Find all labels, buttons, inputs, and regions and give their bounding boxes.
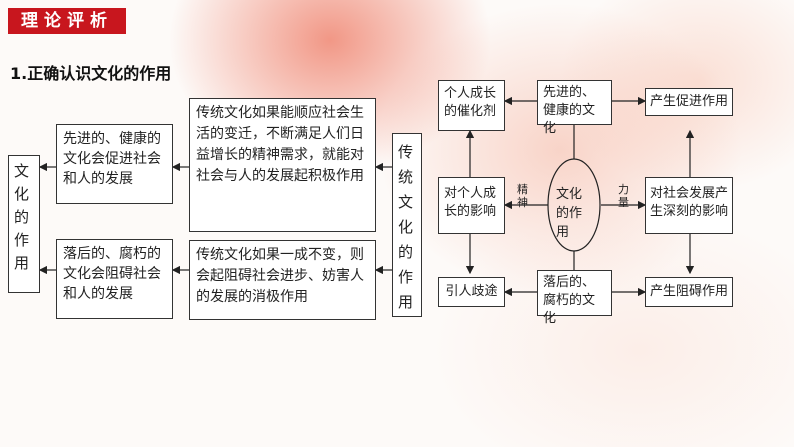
- traditional-negative-text: 传统文化如果一成不变，则会起阻碍社会进步、妨害人的发展的消极作用: [196, 247, 364, 305]
- individual-impact-box: 对个人成长的影响: [438, 177, 505, 234]
- astray-box: 引人歧途: [438, 277, 505, 307]
- backward-culture-box: 落后的、腐朽的文化: [537, 270, 612, 326]
- traditional-negative-box: 传统文化如果一成不变，则会起阻碍社会进步、妨害人的发展的消极作用: [189, 240, 376, 320]
- backward-culture-text: 落后的、腐朽的文化: [543, 275, 596, 326]
- traditional-root-box: 传统文化的作用: [392, 133, 422, 317]
- positive-culture-text: 先进的、健康的文化会促进社会和人的发展: [63, 131, 161, 187]
- traditional-positive-text: 传统文化如果能顺应社会生活的变迁，不断满足人们日益增长的精神需求，就能对社会与人…: [196, 105, 364, 184]
- negative-culture-box: 落后的、腐朽的文化会阻碍社会和人的发展: [56, 239, 173, 319]
- advanced-culture-text: 先进的、健康的文化: [543, 85, 596, 136]
- center-label: 文化的作用: [556, 187, 583, 240]
- force-label: 力量: [618, 183, 629, 209]
- traditional-positive-box: 传统文化如果能顺应社会生活的变迁，不断满足人们日益增长的精神需求，就能对社会与人…: [189, 98, 376, 232]
- positive-culture-box: 先进的、健康的文化会促进社会和人的发展: [56, 124, 173, 204]
- hinder-effect-box: 产生阻碍作用: [645, 277, 733, 307]
- hinder-effect-text: 产生阻碍作用: [650, 284, 729, 299]
- advanced-culture-box: 先进的、健康的文化: [537, 80, 612, 136]
- root-box: 文化的作用: [8, 155, 40, 293]
- social-impact-text: 对社会发展产生深刻的影响: [650, 186, 729, 219]
- page-heading: 1.正确认识文化的作用: [10, 64, 172, 83]
- traditional-root-label: 传统文化的作用: [398, 143, 414, 311]
- astray-text: 引人歧途: [445, 284, 498, 299]
- individual-growth-text: 个人成长的催化剂: [444, 86, 497, 119]
- root-label: 文化的作用: [14, 162, 30, 272]
- individual-growth-box: 个人成长的催化剂: [438, 80, 505, 131]
- section-badge: 理论评析: [8, 8, 126, 34]
- center-ellipse: [547, 158, 601, 252]
- promote-effect-box: 产生促进作用: [645, 88, 733, 116]
- negative-culture-text: 落后的、腐朽的文化会阻碍社会和人的发展: [63, 246, 161, 302]
- spirit-label: 精神: [517, 183, 528, 209]
- individual-impact-text: 对个人成长的影响: [444, 186, 497, 219]
- promote-effect-text: 产生促进作用: [650, 94, 729, 109]
- social-impact-box: 对社会发展产生深刻的影响: [645, 177, 733, 234]
